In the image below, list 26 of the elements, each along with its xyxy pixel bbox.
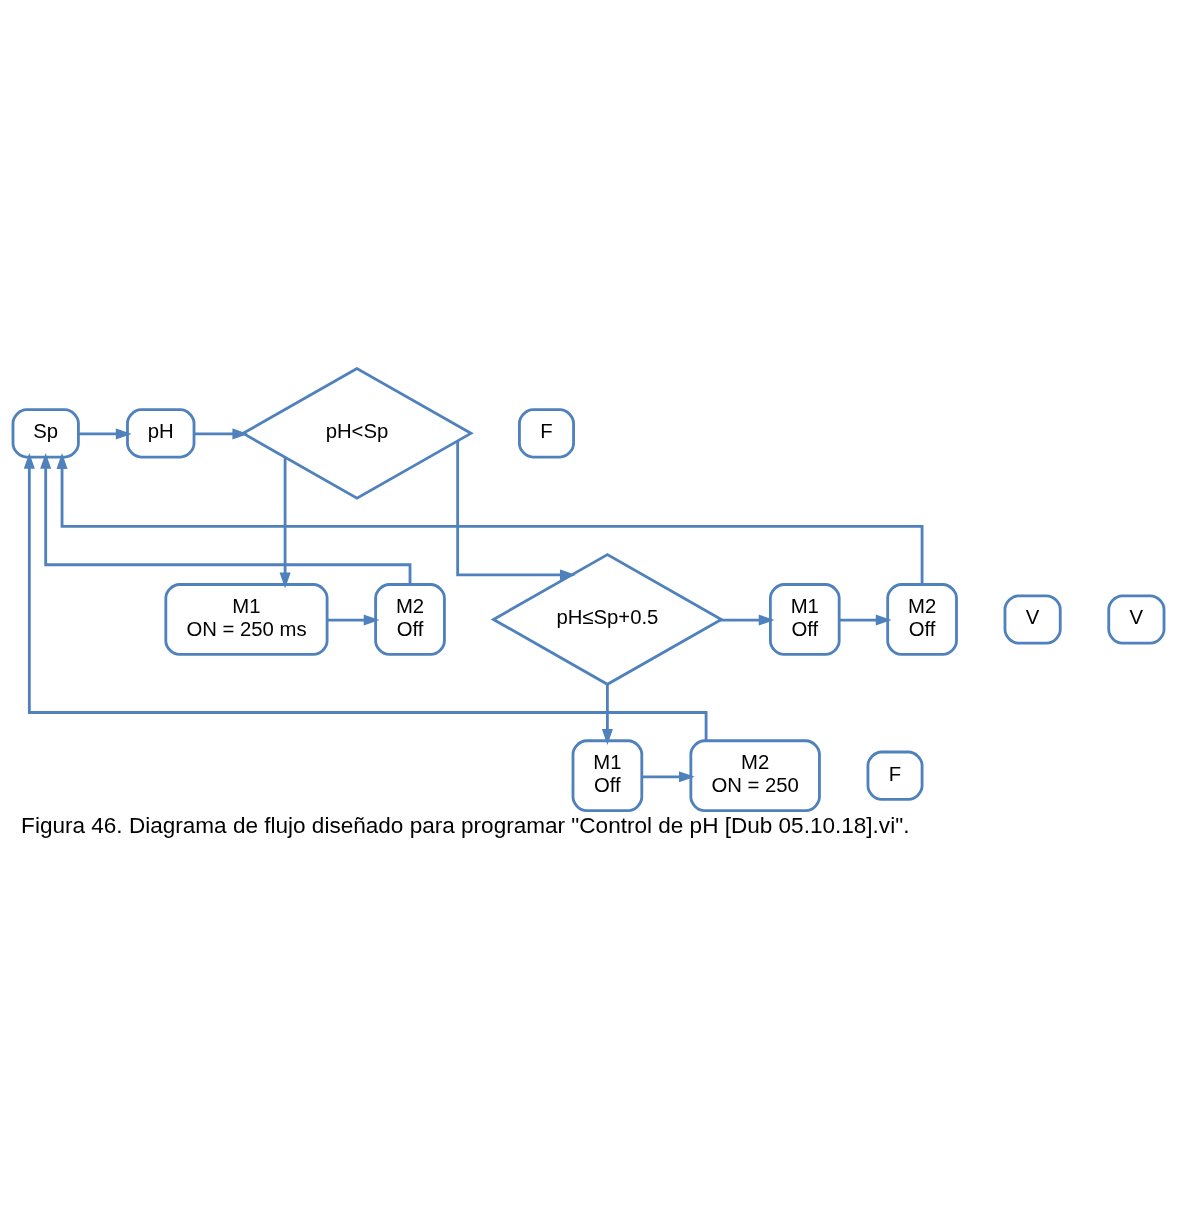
node-diamond: pH<Sp bbox=[240, 366, 474, 500]
node-box: M2 Off bbox=[886, 583, 958, 656]
arrow bbox=[839, 614, 892, 626]
node-diamond: pH≤Sp+0.5 bbox=[490, 553, 725, 686]
node-box: V bbox=[1107, 594, 1166, 645]
node-box: V bbox=[1003, 594, 1062, 645]
node-box: M2 Off bbox=[374, 583, 446, 656]
arrow bbox=[23, 452, 708, 741]
node-box: M1 Off bbox=[768, 583, 841, 656]
arrow bbox=[56, 453, 924, 585]
arrow bbox=[327, 614, 380, 626]
node-box: F bbox=[866, 750, 924, 801]
arrow bbox=[194, 428, 249, 440]
node-box: F bbox=[518, 408, 575, 459]
arrow bbox=[642, 771, 695, 783]
node-box: M1 ON = 250 ms bbox=[164, 583, 329, 656]
arrow bbox=[456, 441, 576, 581]
arrow bbox=[78, 428, 132, 440]
caption: Figura 46. Diagrama de flujo diseñado para programar "Control de pH [Dub 05.10.18].vi". bbox=[21, 813, 910, 839]
arrow bbox=[601, 684, 613, 745]
node-box: M1 Off bbox=[571, 739, 644, 813]
arrow bbox=[279, 457, 291, 589]
arrow bbox=[720, 614, 775, 626]
node-box: pH bbox=[126, 408, 196, 459]
node-box: Sp bbox=[11, 408, 80, 459]
node-box: M2 ON = 250 bbox=[689, 739, 821, 813]
